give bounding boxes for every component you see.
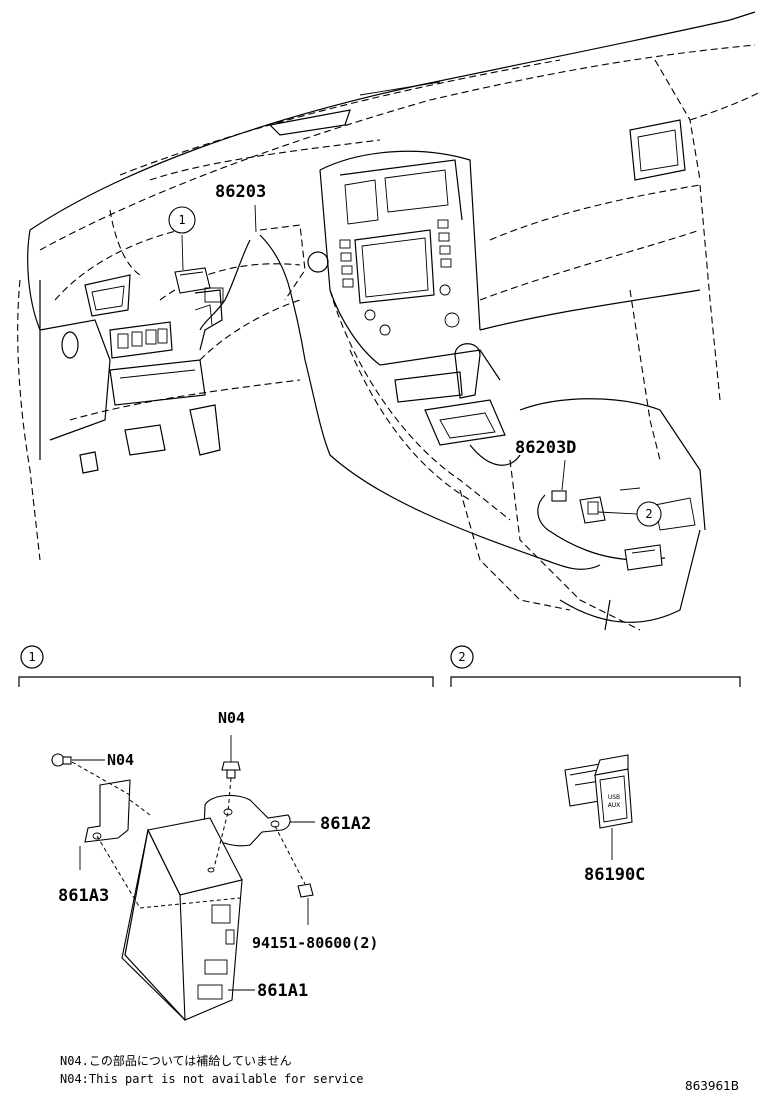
note-en: N04:This part is not available for servi… [60,1072,363,1086]
switch-aux-text: AUX [608,802,621,809]
drawing-code: 863961B [685,1079,739,1093]
part-86190c-label: 86190C [584,865,645,885]
harness-86203-label: 86203 [215,182,266,202]
section-2-marker: 2 [458,650,465,664]
section-2-header [450,645,741,687]
section-1-marker: 1 [28,650,35,664]
bracket-left-icon [79,779,131,870]
part-861a2-label: 861A2 [320,814,371,834]
note-jp: N04.この部品については補給していません [60,1053,292,1068]
part-94151-label: 94151-80600(2) [252,934,378,952]
part-861a1-label: 861A1 [257,981,308,1001]
bolt-left-icon [51,753,105,767]
section-1-exploded-view [51,735,315,1021]
bolt-top-icon [221,735,241,779]
dashboard-illustration [17,11,760,631]
usb-aux-switch-icon [564,754,633,860]
part-n04-left-label: N04 [107,751,134,769]
module-icon [121,817,255,1021]
switch-usb-text: USB [608,794,620,801]
part-n04-top-label: N04 [218,709,245,727]
part-861a3-label: 861A3 [58,886,109,906]
section-1-header [18,645,434,687]
ref-marker-1-label: 1 [178,213,185,227]
nut-icon [297,883,314,925]
ref-marker-2-label: 2 [645,507,652,521]
harness-86203d-label: 86203D [515,438,576,458]
